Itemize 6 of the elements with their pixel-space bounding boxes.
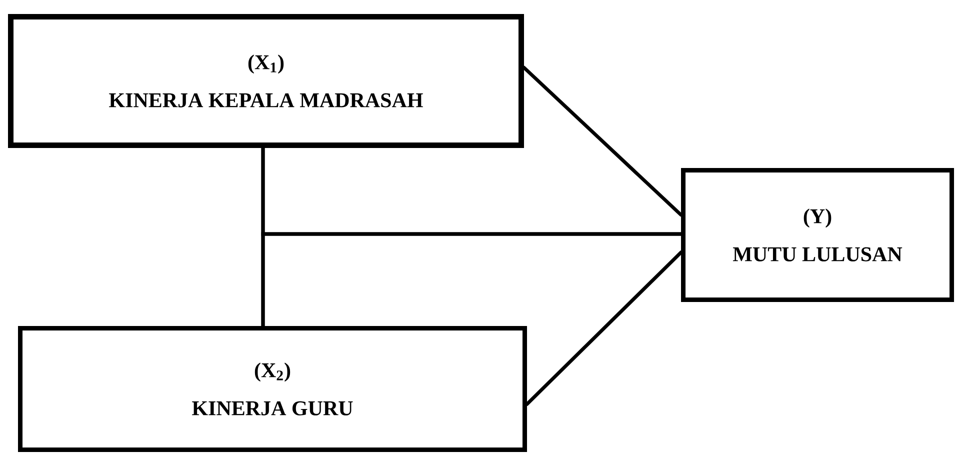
variable-box: (Y) MUTU LULUSAN [681, 168, 954, 302]
connector-line [525, 250, 683, 406]
variable-box: (X$_{2}$) KINERJA GURU [18, 326, 527, 452]
variable-box: (X$_{1}$) KINERJA KEPALA MADRASAH [8, 14, 524, 148]
connector-line [261, 232, 683, 328]
connector-line [522, 66, 683, 217]
